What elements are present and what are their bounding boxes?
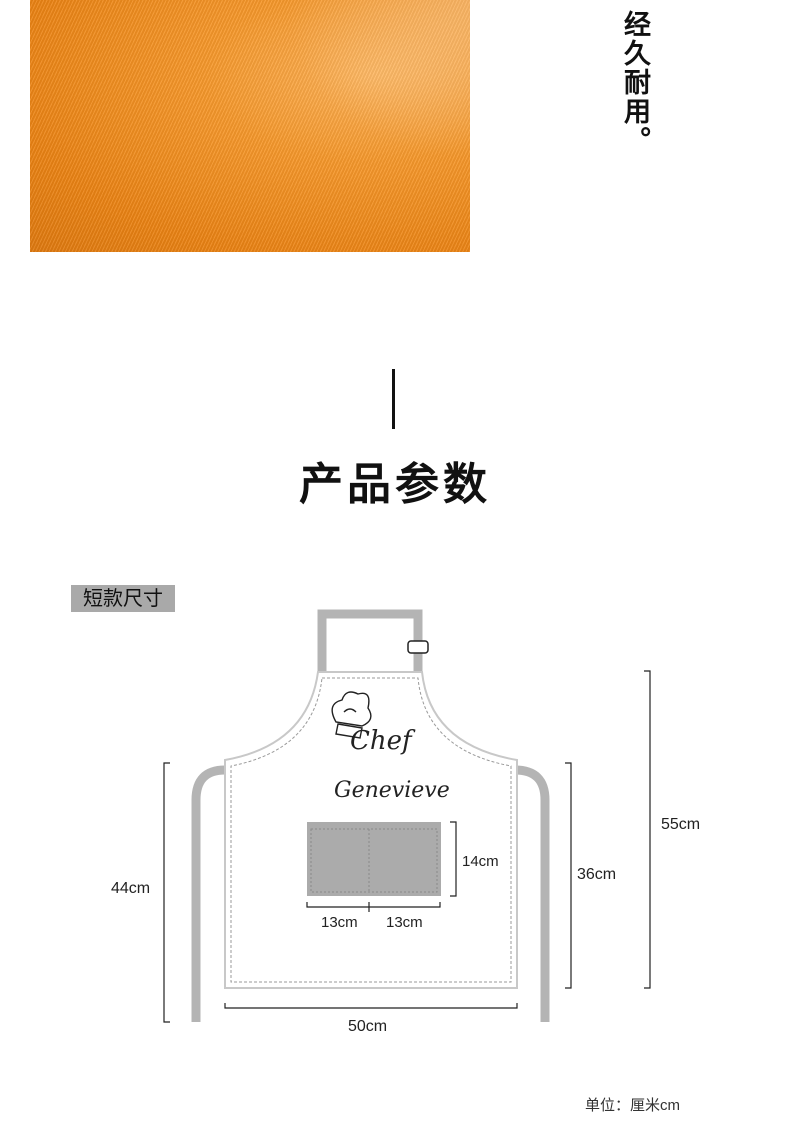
fabric-photo	[30, 0, 470, 252]
unit-note: 单位：厘米cm	[585, 1097, 680, 1114]
right-waist-tie	[514, 765, 550, 1022]
dim-pocket-right-width: 13cm	[386, 914, 423, 931]
section-divider	[392, 369, 395, 429]
dim-bracket-14	[450, 821, 457, 897]
dim-total-length: 55cm	[661, 816, 701, 833]
dim-bracket-44	[163, 762, 170, 1023]
dim-pocket-left-width: 13cm	[321, 914, 358, 931]
dim-bracket-13	[306, 902, 441, 912]
dim-bracket-50	[224, 1003, 518, 1009]
section-title: 产品参数	[299, 459, 491, 510]
tagline: 经久耐用。	[619, 10, 650, 155]
size-label: 短款尺寸	[71, 585, 175, 612]
embroidery-chef: Chef	[350, 726, 412, 756]
dim-side-length: 44cm	[111, 880, 151, 897]
embroidery-name: Genevieve	[334, 778, 450, 803]
dim-width: 50cm	[348, 1018, 388, 1035]
dim-bracket-36	[565, 762, 572, 989]
pocket	[307, 822, 441, 896]
apron-stitching	[230, 677, 512, 983]
dim-bracket-55	[644, 670, 651, 989]
strap-buckle	[407, 640, 429, 654]
pocket-stitching	[310, 828, 438, 893]
left-waist-tie	[191, 765, 226, 1022]
dim-pocket-height: 14cm	[462, 853, 499, 870]
dim-body-length: 36cm	[577, 866, 617, 883]
chef-hat-icon	[331, 691, 372, 739]
